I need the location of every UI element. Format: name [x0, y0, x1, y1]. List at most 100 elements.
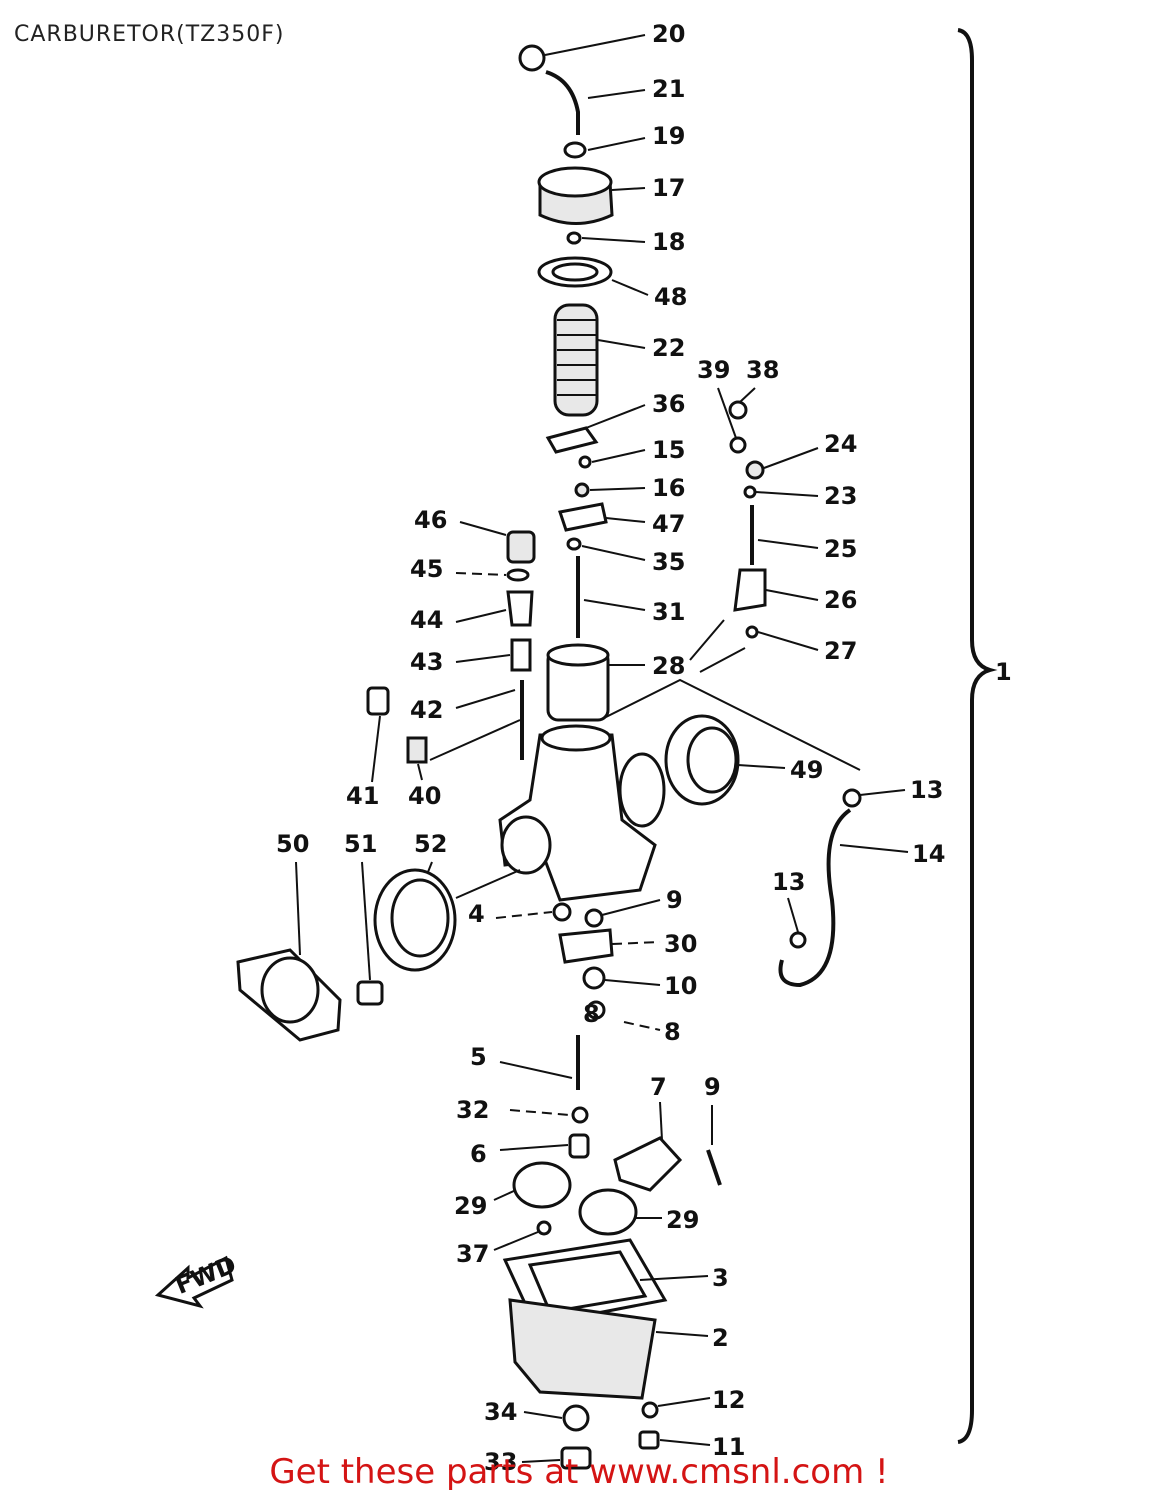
- callout-37: 37: [456, 1240, 489, 1268]
- callout-8-small: 8: [583, 1000, 600, 1028]
- callout-51: 51: [344, 830, 377, 858]
- callout-8: 8: [664, 1018, 681, 1046]
- part-46-cap: [506, 530, 536, 564]
- part-11-screw: [638, 1430, 660, 1450]
- callout-31: 31: [652, 598, 685, 626]
- part-4-screw: [552, 902, 572, 922]
- callout-32: 32: [456, 1096, 489, 1124]
- callout-1: 1: [995, 658, 1012, 686]
- part-30-holder: [558, 928, 614, 964]
- callout-6: 6: [470, 1140, 487, 1168]
- callout-30: 30: [664, 930, 697, 958]
- callout-33: 33: [484, 1448, 517, 1476]
- callout-25: 25: [824, 535, 857, 563]
- part-45-spring: [506, 568, 530, 582]
- callout-22: 22: [652, 334, 685, 362]
- callout-48: 48: [654, 283, 687, 311]
- assembly-bracket: [957, 28, 998, 1444]
- callout-13-bottom: 13: [772, 868, 805, 896]
- part-33-drain-plug: [560, 1446, 592, 1470]
- callout-47: 47: [652, 510, 685, 538]
- callout-9-top: 9: [666, 886, 683, 914]
- callout-52: 52: [414, 830, 447, 858]
- callout-38: 38: [746, 356, 779, 384]
- part-37-clip: [536, 1220, 552, 1236]
- callout-15: 15: [652, 436, 685, 464]
- part-9-ring: [584, 908, 604, 928]
- callout-42: 42: [410, 696, 443, 724]
- callout-41: 41: [346, 782, 379, 810]
- part-8-ring: [586, 1000, 606, 1020]
- callout-2: 2: [712, 1324, 729, 1352]
- callout-26: 26: [824, 586, 857, 614]
- callout-24: 24: [824, 430, 857, 458]
- callout-43: 43: [410, 648, 443, 676]
- callout-44: 44: [410, 606, 443, 634]
- callout-17: 17: [652, 174, 685, 202]
- callout-27: 27: [824, 637, 857, 665]
- part-38-screw: [728, 400, 748, 420]
- part-15-clip: [578, 455, 592, 469]
- callout-46: 46: [414, 506, 447, 534]
- callout-40: 40: [408, 782, 441, 810]
- callout-9-bottom: 9: [704, 1073, 721, 1101]
- callout-23: 23: [824, 482, 857, 510]
- callout-19: 19: [652, 122, 685, 150]
- part-36-plate: [545, 426, 599, 454]
- part-7-float-arm: [613, 1136, 683, 1192]
- part-26-plunger: [733, 568, 767, 612]
- part-20-cap: [518, 44, 546, 72]
- part-2-float-chamber: [508, 1298, 657, 1400]
- part-6-main-jet: [568, 1133, 590, 1159]
- callout-11: 11: [712, 1433, 745, 1461]
- part-39-nut: [729, 436, 747, 454]
- page-title: CARBURETOR(TZ350F): [14, 22, 285, 47]
- part-22-throttle-spring: [553, 303, 599, 417]
- part-13-clip-bottom: [789, 931, 807, 949]
- part-47-retainer: [558, 502, 608, 532]
- callout-49: 49: [790, 756, 823, 784]
- callout-29-right: 29: [666, 1206, 699, 1234]
- part-21-cable-adjuster: [545, 70, 580, 135]
- fwd-arrow-icon: [154, 1255, 234, 1309]
- part-14-overflow-hose: [778, 808, 852, 988]
- callout-45: 45: [410, 555, 443, 583]
- part-27-seal: [745, 625, 759, 639]
- part-23-o-ring: [743, 485, 757, 499]
- callout-39: 39: [697, 356, 730, 384]
- part-32-washer: [571, 1106, 589, 1124]
- part-18-ring: [566, 231, 582, 245]
- part-44-screw: [506, 590, 534, 627]
- part-9-pin: [706, 1149, 722, 1186]
- callout-21: 21: [652, 75, 685, 103]
- part-41-air-screw: [366, 686, 390, 716]
- callout-35: 35: [652, 548, 685, 576]
- part-51-bolt: [356, 980, 384, 1006]
- callout-13-top: 13: [910, 776, 943, 804]
- callout-5: 5: [470, 1043, 487, 1071]
- callout-4: 4: [468, 900, 485, 928]
- part-35-clip: [566, 537, 582, 551]
- part-16-washer: [574, 482, 590, 498]
- callout-28: 28: [652, 652, 685, 680]
- footer-link[interactable]: Get these parts at www.cmsnl.com !: [269, 1452, 889, 1492]
- part-29-float-left: [512, 1161, 572, 1209]
- part-13-clip-top: [842, 788, 862, 808]
- callout-16: 16: [652, 474, 685, 502]
- callout-labels: 20 21 19 17 18 48 22 36 15 16 47 35 31 2…: [276, 20, 945, 1476]
- callout-14: 14: [912, 840, 945, 868]
- part-10-washer: [582, 966, 606, 990]
- part-29-float-right: [578, 1188, 638, 1236]
- callout-7: 7: [650, 1073, 667, 1101]
- part-40-spring: [406, 736, 428, 764]
- callout-3: 3: [712, 1264, 729, 1292]
- callout-18: 18: [652, 228, 685, 256]
- part-24-cap: [745, 460, 765, 480]
- callout-50: 50: [276, 830, 309, 858]
- part-43-spring: [510, 638, 532, 672]
- callout-12: 12: [712, 1386, 745, 1414]
- callout-20: 20: [652, 20, 685, 48]
- part-34-gasket: [562, 1404, 590, 1432]
- callout-36: 36: [652, 390, 685, 418]
